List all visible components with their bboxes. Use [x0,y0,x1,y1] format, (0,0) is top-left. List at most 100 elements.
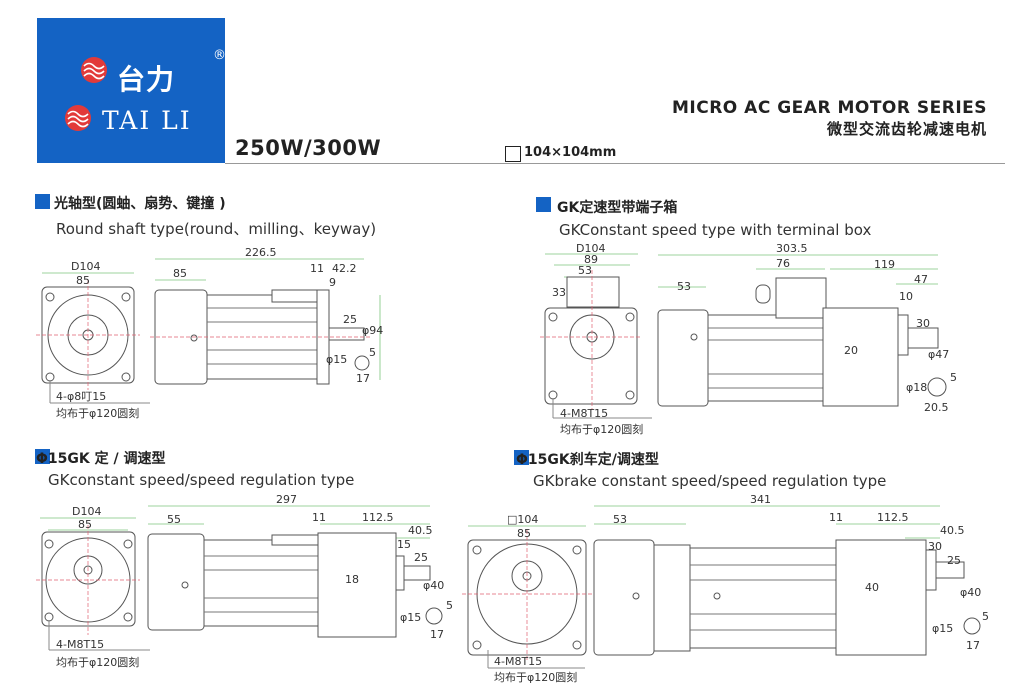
dim-label: 9 [329,276,336,289]
dim-label: 33 [552,286,566,299]
drawing-line [147,533,205,631]
section-2-title: GK定速型带端子箱 [557,200,678,216]
drawing-line [593,539,655,656]
pcd-note: 均布于φ120圆刻 [56,655,139,669]
drawing-line [935,561,965,579]
dim-label: 17 [356,372,370,385]
drawing-line [121,292,131,302]
drawing-terminal-box: D104 89 53 33 4-M8T15 均布于φ120圆刻 303.5 53… [540,242,957,436]
pcd-note: 均布于φ120圆刻 [560,422,643,436]
drawing-line [403,565,431,581]
dim-label: 30 [928,540,942,553]
drawing-line [907,327,939,349]
hole-note: 4-M8T15 [560,407,608,420]
hole-note: 4-M8T15 [56,638,104,651]
dim-label: D104 [72,505,101,518]
series-title-cn: 微型交流齿轮减速电机 [826,120,987,138]
dim-label: 303.5 [776,242,808,255]
section-1-subtitle: Round shaft type(round、milling、keyway) [56,220,377,238]
dim-label: 25 [414,551,428,564]
dim-label: 5 [950,371,957,384]
pcd-note: 均布于φ120圆刻 [494,670,577,683]
drawing-line [83,62,105,80]
dim-label: D104 [576,242,605,255]
drawing-line [190,334,198,342]
dim-label: φ94 [362,324,383,337]
drawing-line [566,276,620,308]
power-rating: 250W/300W [235,136,382,160]
drawing-round-shaft: D104 85 4-φ8叮15 均布于φ120圆刻 226.5 85 11 42… [36,246,383,420]
side-view: 303.5 53 76 119 47 10 30 20 φ47 φ18 5 20… [657,242,957,414]
drawing-line [775,277,827,319]
dim-label: φ15 [400,611,421,624]
drawing-line [44,612,54,622]
drawing-line [925,549,937,591]
drawing-line [317,532,397,638]
drawing-line [927,377,947,397]
dim-label: 5 [369,346,376,359]
drawing-line [203,539,321,627]
dim-label: 226.5 [245,246,277,259]
dim-label: 15 [397,538,411,551]
dim-label: φ40 [960,586,981,599]
brand-logo: 台力 ® TAI LI [37,18,226,163]
drawing-line [572,545,582,555]
dim-label: 30 [916,317,930,330]
dim-label: 17 [430,628,444,641]
drawing-line [123,612,133,622]
drawing-line [67,110,89,128]
dim-label: φ47 [928,348,949,361]
section-4-title: Φ15GK刹车定/调速型 [516,452,659,468]
logo-en: TAI LI [102,106,192,135]
drawing-line [625,312,635,322]
dim-label: 40 [865,581,879,594]
front-view: □104 85 4-M8T15 均布于φ120圆刻 [462,513,592,683]
drawing-line [395,555,405,591]
square-frame-icon [505,146,521,162]
dim-label: □104 [507,513,538,526]
dim-label: 85 [76,274,90,287]
section-4-subtitle: GKbrake constant speed/speed regulation … [533,472,887,490]
dim-label: 20 [844,344,858,357]
drawing-line [271,289,318,303]
dim-label: 53 [613,513,627,526]
section-marker [35,194,50,209]
hole-note: 4-M8T15 [494,655,542,668]
front-view: D104 85 4-M8T15 均布于φ120圆刻 [36,505,150,669]
drawing-line [121,372,131,382]
drawing-line [625,390,635,400]
dim-label: 42.2 [332,262,357,275]
drawing-gk-speed: D104 85 4-M8T15 均布于φ120圆刻 297 55 11 112.… [36,493,453,669]
drawing-line [713,592,721,600]
drawing-gk-brake: □104 85 4-M8T15 均布于φ120圆刻 341 53 11 112.… [462,493,989,683]
logo-wave-icon [81,57,107,83]
drawing-line [472,545,482,555]
dim-label: 5 [446,599,453,612]
drawing-line [123,539,133,549]
side-view: 297 55 11 112.5 40.5 15 25 18 φ40 φ15 5 … [147,493,453,641]
dim-label: 25 [947,554,961,567]
dim-label: φ40 [423,579,444,592]
dim-label: 20.5 [924,401,949,414]
logo-cn: 台力 [117,63,176,96]
front-view: D104 85 4-φ8叮15 均布于φ120圆刻 [36,260,150,420]
dim-label: 5 [982,610,989,623]
drawing-line [707,314,824,402]
dim-label: 47 [914,273,928,286]
dim-label: D104 [71,260,100,273]
section-3-subtitle: GKconstant speed/speed regulation type [48,471,355,489]
front-view: D104 89 53 33 4-M8T15 均布于φ120圆刻 [540,242,652,436]
dim-label: 40.5 [408,524,433,537]
dim-label: 85 [517,527,531,540]
dim-label: 119 [874,258,895,271]
drawing-line [548,312,558,322]
hole-note: 4-φ8叮15 [56,390,106,403]
section-marker [35,449,50,464]
pcd-note: 均布于φ120圆刻 [56,406,139,420]
drawing-line [572,640,582,650]
dim-label: 17 [966,639,980,652]
dim-label: 55 [167,513,181,526]
drawing-line [897,314,909,356]
drawing-line [657,309,709,407]
dim-label: 112.5 [877,511,909,524]
